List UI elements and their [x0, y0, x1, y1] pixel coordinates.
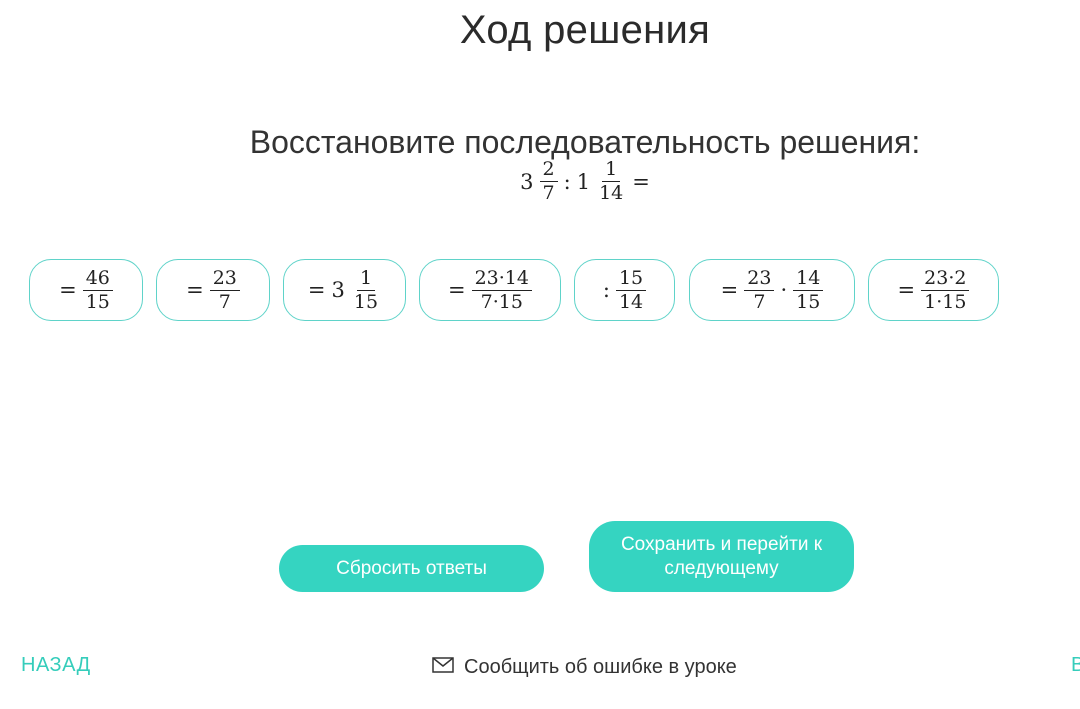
- task-whole-1: 3: [520, 169, 534, 194]
- fraction-numerator: 15: [615, 268, 647, 291]
- task-whole-2: 1: [576, 169, 591, 194]
- chip-fraction: 15 14: [615, 268, 647, 313]
- task-instruction: Восстановите последовательность решения:: [249, 124, 921, 160]
- next-link[interactable]: ВПЕРЕД: [1071, 654, 1080, 676]
- reset-answers-button[interactable]: Сбросить ответы: [279, 545, 544, 592]
- fraction-denominator: 7: [218, 290, 231, 313]
- fraction-denominator: 14: [599, 182, 624, 204]
- fraction-numerator: 23: [744, 268, 775, 291]
- answer-chip-3[interactable]: = 3 1 15: [283, 259, 406, 321]
- answer-chip-7[interactable]: = 23·2 1·15: [868, 259, 999, 321]
- chip-prefix: =: [59, 278, 77, 302]
- fraction-denominator: 7: [542, 182, 555, 204]
- task-fraction-2: 1 14: [596, 160, 626, 203]
- task-expression: 3 2 7 : 1 1 14 =: [0, 160, 1080, 203]
- chip-prefix: =: [447, 278, 466, 302]
- chip-prefix: =: [186, 278, 204, 302]
- fraction-denominator: 15: [353, 290, 379, 313]
- chip-prefix: =: [897, 278, 916, 302]
- fraction-numerator: 2: [539, 160, 558, 182]
- fraction-denominator: 1·15: [924, 290, 967, 313]
- fraction-numerator: 23: [209, 268, 240, 291]
- chip-prefix: =: [307, 278, 326, 302]
- answer-chip-1[interactable]: = 46 15: [29, 259, 143, 321]
- answer-chip-5[interactable]: : 15 14: [574, 259, 675, 321]
- report-error-label: Сообщить об ошибке в уроке: [464, 656, 737, 678]
- task-equals: =: [632, 169, 650, 194]
- fraction-denominator: 14: [618, 290, 644, 313]
- chip-whole: 3: [331, 278, 345, 302]
- fraction-denominator: 15: [796, 290, 821, 313]
- fraction-denominator: 7: [753, 290, 766, 313]
- chip-prefix: :: [602, 278, 610, 302]
- chip-fraction: 46 15: [82, 268, 113, 313]
- chip-fraction: 1 15: [351, 268, 381, 313]
- page-title: Ход решения: [459, 8, 711, 52]
- answer-chip-6[interactable]: = 23 7 · 14 15: [689, 259, 855, 321]
- chip-prefix: =: [720, 278, 739, 302]
- fraction-numerator: 1: [602, 160, 621, 182]
- chip-fraction: 23·14 7·15: [471, 268, 532, 313]
- fraction-denominator: 15: [85, 290, 110, 313]
- task-fraction-1: 2 7: [539, 160, 558, 204]
- fraction-numerator: 1: [356, 268, 376, 291]
- chip-fraction: 23·2 1·15: [921, 268, 970, 313]
- chip-fraction: 23 7: [744, 268, 775, 313]
- answer-chip-4[interactable]: = 23·14 7·15: [419, 259, 561, 321]
- fraction-numerator: 23·14: [471, 268, 532, 291]
- fraction-denominator: 7·15: [480, 290, 523, 313]
- chip-fraction-2: 14 15: [793, 268, 824, 313]
- chip-fraction: 23 7: [209, 268, 240, 313]
- fraction-numerator: 14: [793, 268, 824, 291]
- back-link[interactable]: НАЗАД: [21, 654, 91, 676]
- fraction-numerator: 23·2: [921, 268, 970, 291]
- task-operator: :: [563, 169, 571, 194]
- fraction-numerator: 46: [82, 268, 113, 291]
- chip-operator: ·: [780, 278, 788, 302]
- envelope-icon: [432, 657, 454, 678]
- report-error-link[interactable]: Сообщить об ошибке в уроке: [432, 656, 737, 679]
- answer-chip-2[interactable]: = 23 7: [156, 259, 270, 321]
- save-and-next-button[interactable]: Сохранить и перейти к следующему: [589, 521, 854, 592]
